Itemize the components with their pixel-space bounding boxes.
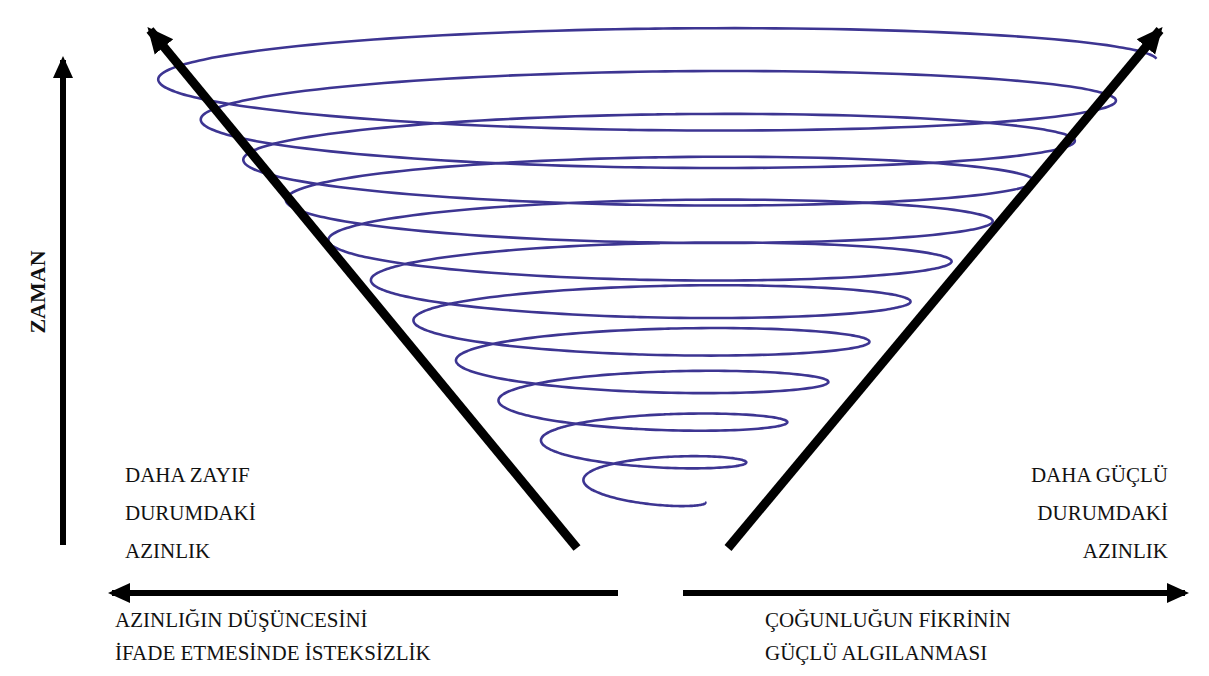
right-axis-arrow <box>683 590 1185 596</box>
region-label: ÇOĞUNLUĞUN FİKRİNİN GÜÇLÜ ALGILANMASI <box>765 604 1011 670</box>
time-axis-arrow <box>60 60 66 545</box>
region-label: DAHA ZAYIF DURUMDAKİ AZINLIK <box>125 456 256 570</box>
region-label: AZINLIĞIN DÜŞÜNCESİNİ İFADE ETMESİNDE İS… <box>115 604 431 670</box>
right-diagonal-arrow <box>728 30 1160 548</box>
spiral <box>158 28 1156 506</box>
left-axis-arrow <box>112 590 618 596</box>
axis-label: ZAMAN <box>25 250 51 333</box>
region-label: DAHA GÜÇLÜ DURUMDAKİ AZINLIK <box>1031 456 1168 570</box>
left-diagonal-arrow <box>150 30 577 548</box>
